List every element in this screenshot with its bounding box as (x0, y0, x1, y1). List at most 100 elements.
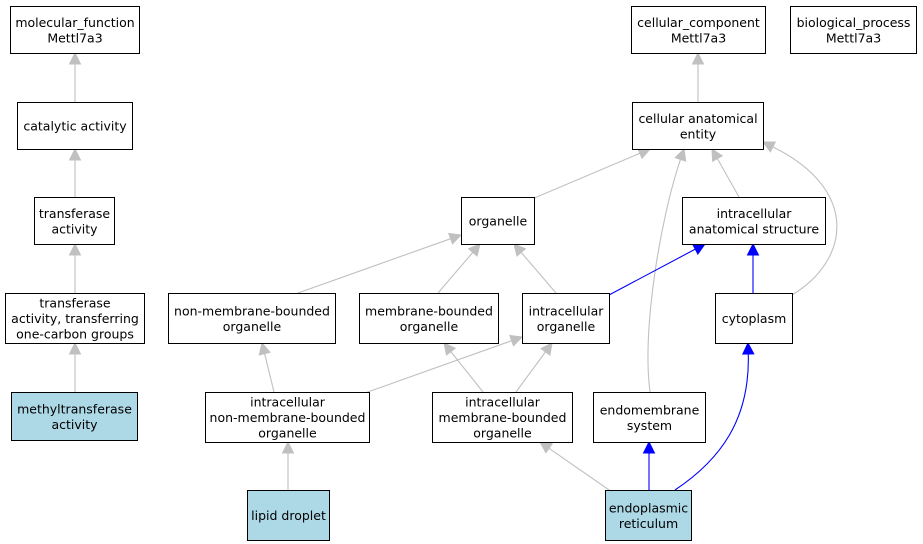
node-box (715, 293, 793, 344)
edge-arrowhead (443, 342, 457, 356)
edge-arrowhead (513, 243, 527, 257)
node-label: organelle (473, 426, 532, 441)
edge-methyltransferase-activity-to-transferase-one-carbon (68, 341, 82, 392)
node-organelle[interactable]: organelle (461, 197, 535, 245)
node-label: organelle (400, 319, 459, 334)
edge-endoplasmic-reticulum-to-cytoplasm (674, 341, 755, 491)
edge-arrowhead (281, 440, 295, 454)
edge-arrowhead (258, 341, 271, 356)
node-label: one-carbon groups (16, 327, 134, 342)
node-label: system (627, 418, 672, 433)
node-box (359, 293, 499, 344)
node-label: non-membrane-bounded (210, 410, 366, 425)
edge-endoplasmic-reticulum-to-endomembrane-system (642, 440, 656, 490)
edge-arrowhead (448, 232, 463, 245)
edge-membrane-bounded-organelle-to-organelle (437, 243, 481, 294)
node-box (593, 392, 706, 443)
edge-intracellular-non-membrane-bounded-organelle-to-non-membrane-bounded-organelle (258, 341, 275, 393)
edge-non-membrane-bounded-organelle-to-organelle (297, 232, 463, 294)
node-box (10, 6, 140, 54)
edge-arrowhead (691, 51, 705, 65)
node-box (522, 293, 610, 344)
edge-arrowhead (741, 341, 755, 355)
node-label: endomembrane (600, 402, 700, 417)
edge-endomembrane-system-to-cellular-anatomical-entity (647, 147, 687, 393)
edge-lipid-droplet-to-intracellular-non-membrane-bounded-organelle (281, 440, 295, 490)
edge-intracellular-membrane-bounded-organelle-to-membrane-bounded-organelle (443, 342, 484, 393)
edge-arrowhead (539, 441, 554, 454)
edge-endoplasmic-reticulum-to-intracellular-membrane-bounded-organelle (539, 441, 613, 493)
node-label: transferase (39, 206, 111, 221)
edge-transferase-activity-to-catalytic-activity (68, 147, 82, 197)
edge-arrowhead (642, 440, 656, 454)
edge-catalytic-activity-to-molecular-function (68, 51, 82, 102)
node-label: endoplasmic (609, 500, 688, 515)
node-label: organelle (469, 214, 528, 229)
node-box (682, 197, 826, 245)
node-label: non-membrane-bounded (174, 303, 330, 318)
node-catalytic-activity[interactable]: catalytic activity (17, 102, 133, 150)
node-label: reticulum (619, 516, 678, 531)
node-label: membrane-bounded (439, 410, 567, 425)
node-label: organelle (537, 319, 596, 334)
edge-arrowhead (761, 141, 777, 153)
node-label: Mettl7a3 (826, 30, 881, 45)
node-label: cellular_component (637, 15, 760, 30)
edge-intracellular-membrane-bounded-organelle-to-intracellular-organelle (515, 342, 553, 393)
edge-arrowhead (746, 242, 760, 256)
node-label: membrane-bounded (365, 303, 493, 318)
edge-arrowhead (467, 243, 481, 257)
edge-line (608, 248, 696, 296)
node-box (790, 6, 917, 54)
edge-cytoplasm-to-cellular-anatomical-entity (761, 141, 838, 296)
edge-intracellular-organelle-to-organelle (513, 243, 557, 294)
edge-line (297, 238, 451, 294)
node-label: intracellular (717, 206, 793, 221)
node-label: activity (51, 417, 98, 432)
node-label: molecular_function (15, 15, 134, 30)
node-label: intracellular (465, 395, 541, 410)
node-label: intracellular (529, 303, 605, 318)
node-box (168, 293, 336, 344)
edge-arrowhead (68, 341, 82, 355)
node-label: catalytic activity (23, 119, 127, 134)
edge-arrowhead (68, 242, 82, 256)
node-label: activity (51, 221, 98, 236)
edge-arrowhead (674, 147, 687, 162)
node-lipid-droplet[interactable]: lipid droplet (247, 490, 330, 541)
node-label: cytoplasm (722, 311, 787, 326)
node-box (17, 102, 133, 150)
edge-cellular-anatomical-entity-to-cellular-component (691, 51, 705, 102)
node-label: biological_process (797, 15, 911, 30)
edge-organelle-to-cellular-anatomical-entity (531, 147, 652, 200)
node-box (632, 102, 764, 150)
node-box (461, 197, 535, 245)
node-label: intracellular (250, 395, 326, 410)
node-box (11, 392, 138, 441)
edge-line (515, 351, 546, 393)
node-label: transferase (39, 296, 111, 311)
edge-line (772, 146, 838, 296)
node-cytoplasm[interactable]: cytoplasm (715, 293, 793, 344)
node-box (34, 197, 115, 245)
node-label: Mettl7a3 (671, 30, 726, 45)
node-intracellular-non-membrane-bounded-organelle[interactable]: intracellularnon-membrane-boundedorganel… (205, 392, 370, 443)
edge-line (647, 159, 681, 393)
edge-arrowhead (68, 51, 82, 65)
edge-arrowhead (540, 342, 553, 357)
